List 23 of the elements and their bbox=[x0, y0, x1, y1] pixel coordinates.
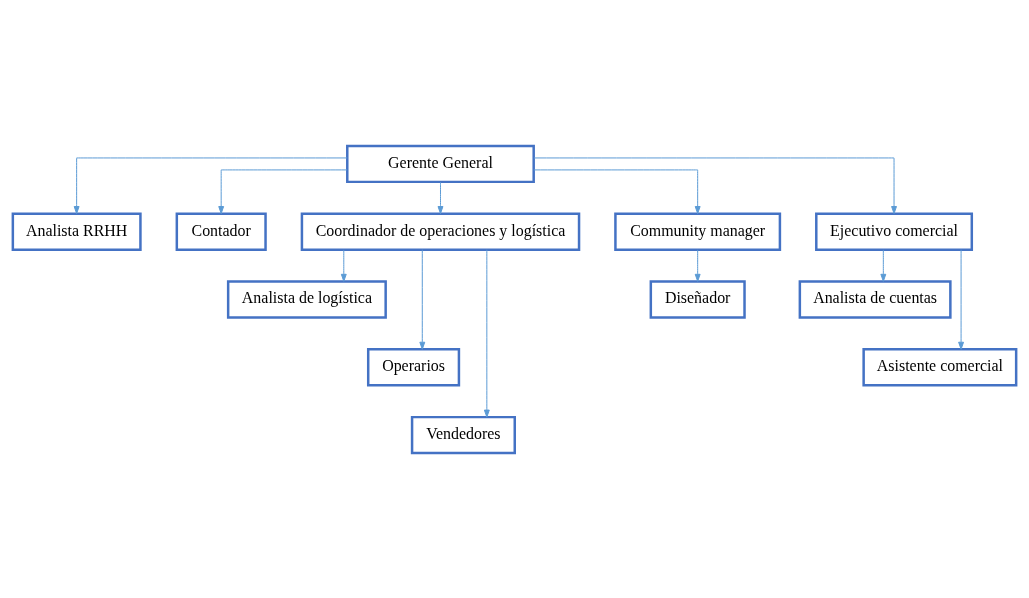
arrow bbox=[958, 248, 964, 350]
node-box: Asistente comercial bbox=[862, 347, 1018, 386]
node-box: Operarios bbox=[366, 347, 461, 386]
node-box: Analista RRHH bbox=[11, 212, 142, 251]
node-box: Analista de cuentas bbox=[798, 279, 952, 319]
node-box: Gerente General bbox=[346, 144, 535, 183]
node-box: Analista de logística bbox=[226, 279, 387, 319]
arrow bbox=[437, 181, 444, 214]
arrow bbox=[340, 248, 347, 282]
arrow bbox=[419, 248, 426, 350]
node-box: Coordinador de operaciones y logística bbox=[300, 212, 581, 251]
arrow bbox=[533, 156, 897, 214]
arrow bbox=[73, 156, 348, 214]
arrow bbox=[880, 248, 887, 282]
node-box: Diseñador bbox=[649, 279, 746, 319]
node-box: Vendedores bbox=[410, 415, 516, 454]
node-box: Ejecutivo comercial bbox=[815, 212, 974, 251]
arrow bbox=[533, 168, 701, 214]
arrow bbox=[694, 248, 701, 282]
node-box: Contador bbox=[175, 212, 267, 251]
arrow bbox=[218, 168, 348, 214]
arrow bbox=[483, 248, 490, 418]
node-box: Community manager bbox=[614, 212, 782, 251]
